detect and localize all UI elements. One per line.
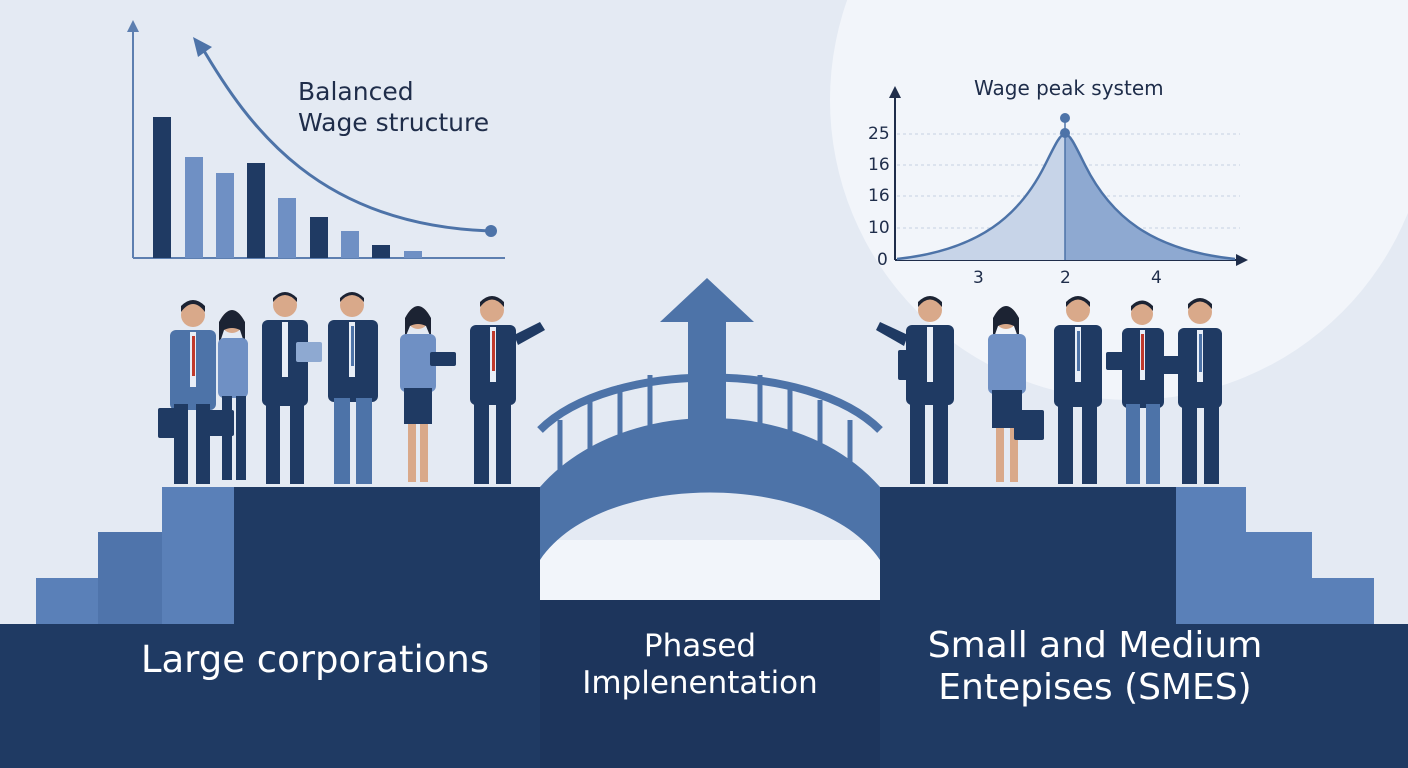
left-chart-title: Balanced Wage structure: [298, 76, 489, 139]
smes-label: Small and Medium Entepises (SMES): [905, 625, 1285, 710]
peak-dot: [1060, 128, 1070, 138]
left-step-1: [36, 578, 98, 624]
right-chart-y-arrow: [889, 86, 901, 98]
right-step-2: [1246, 532, 1312, 624]
large-corporations-label: Large corporations: [140, 638, 490, 681]
person-r4: [1106, 300, 1164, 484]
y-tick-label: 16: [868, 155, 890, 175]
bar-6: [310, 217, 328, 258]
person-l6: [470, 296, 545, 484]
curve-arrowhead: [193, 37, 212, 57]
bar-4: [247, 163, 265, 258]
up-arrow-head: [660, 278, 754, 322]
right-block-top: [880, 487, 1176, 624]
left-chart-title-line1: Balanced: [298, 77, 414, 106]
person-l4: [328, 292, 378, 484]
bridge-arch: [540, 418, 880, 560]
y-tick-label: 16: [868, 186, 890, 206]
phased-label-line2: Implenentation: [582, 664, 818, 701]
left-step-2: [98, 532, 162, 624]
background-circle: [830, 0, 1408, 400]
bar-2: [185, 157, 203, 258]
bar-5: [278, 198, 296, 258]
peak-dot-top: [1060, 113, 1070, 123]
y-tick-label: 10: [868, 218, 890, 238]
x-tick-label: 2: [1060, 268, 1071, 288]
smes-label-line2: Entepises (SMES): [938, 667, 1252, 709]
peak-fill-left: [897, 134, 1065, 260]
right-step-3: [1176, 487, 1246, 624]
smes-label-line1: Small and Medium: [927, 625, 1263, 666]
person-r1: [876, 296, 954, 484]
bar-1: [153, 117, 171, 258]
curve-end-dot: [485, 225, 497, 237]
phased-label-line1: Phased: [643, 628, 757, 664]
left-step-shade: [98, 532, 162, 624]
left-chart-y-arrow: [127, 20, 139, 32]
y-tick-label: 0: [877, 250, 888, 270]
person-l2: [208, 310, 248, 480]
bridge-balusters: [557, 375, 853, 470]
x-tick-label: 3: [973, 268, 984, 288]
person-l5: [400, 306, 456, 482]
left-step-3: [162, 487, 234, 624]
left-chart-title-line2: Wage structure: [298, 108, 490, 138]
phased-implementation-label: Phased Implenentation: [560, 628, 840, 701]
right-chart-x-arrow: [1236, 254, 1248, 266]
person-r5: [1162, 298, 1222, 484]
middle-column: [540, 600, 880, 768]
person-r3: [1054, 296, 1102, 484]
wage-peak-chart: [889, 86, 1248, 266]
right-group-people: [876, 296, 1222, 484]
balanced-wage-chart: [127, 20, 505, 259]
right-step-1: [1312, 578, 1374, 624]
y-tick-label: 25: [868, 124, 890, 144]
right-chart-title: Wage peak system: [974, 76, 1164, 100]
peak-fill-right: [1065, 134, 1235, 260]
bar-9: [404, 251, 422, 258]
bridge: [537, 278, 883, 768]
left-block-top: [234, 487, 540, 624]
left-base: [0, 624, 540, 768]
person-l1: [158, 300, 216, 484]
decline-curve: [198, 43, 491, 233]
bar-7: [341, 231, 359, 258]
person-r2: [988, 306, 1044, 482]
person-l3: [262, 292, 322, 484]
bar-8: [372, 245, 390, 258]
left-platform: [0, 487, 540, 768]
right-platform: [880, 487, 1408, 768]
bar-3: [216, 173, 234, 258]
right-base: [880, 624, 1408, 768]
arrow-shaft: [688, 322, 726, 432]
left-group-people: [158, 292, 545, 484]
x-tick-label: 4: [1151, 268, 1162, 288]
